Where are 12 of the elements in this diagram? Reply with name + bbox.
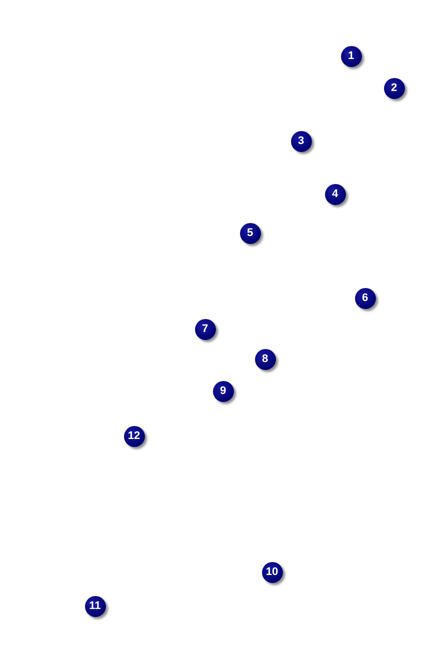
callout-number: 9 [212,380,234,402]
callout-number: 7 [194,318,216,340]
callout-number: 10 [262,562,282,582]
callout-number: 2 [384,78,404,98]
callout-number: 12 [124,426,144,446]
callout-number: 3 [290,130,312,152]
callout-number: 1 [340,46,362,66]
callout-number: 5 [240,222,260,244]
callout-number: 8 [254,348,276,370]
callout-number: 11 [84,596,106,616]
callout-number: 4 [324,184,346,204]
callout-number: 6 [354,288,376,308]
